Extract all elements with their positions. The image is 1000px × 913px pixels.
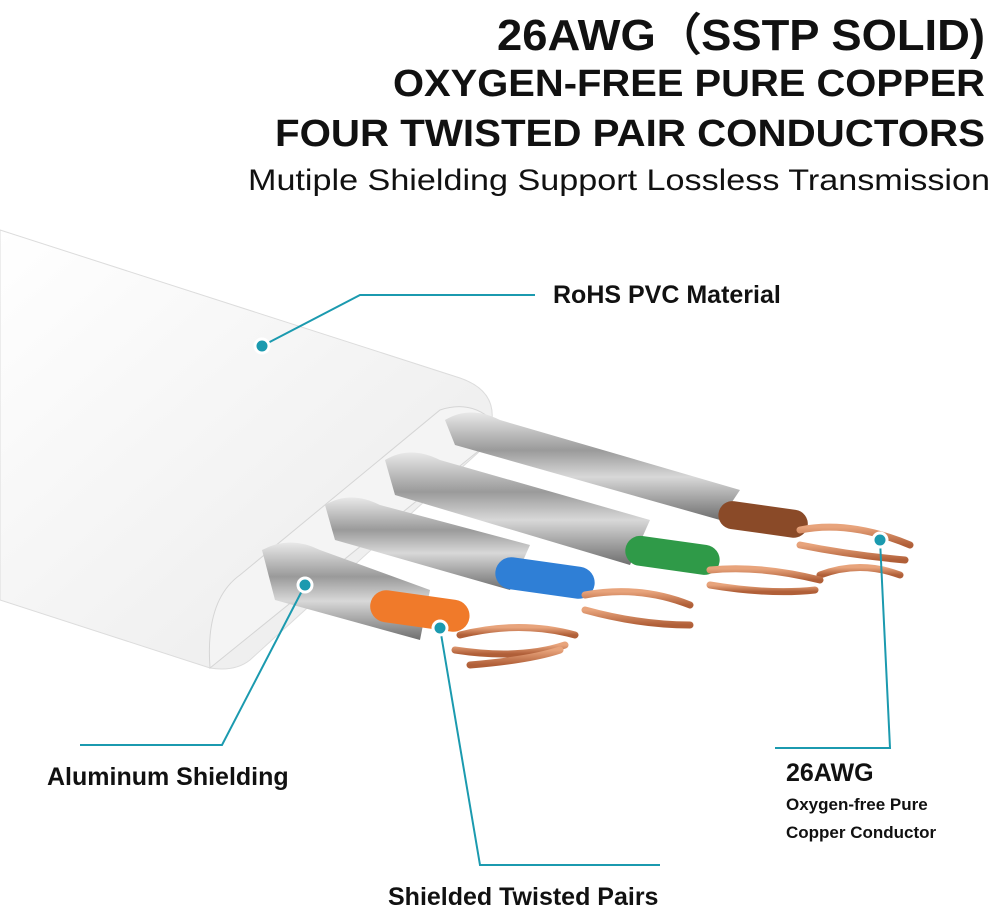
- callout-line-jacket: [261, 294, 535, 347]
- copper-conductors: [451, 523, 914, 669]
- title: 26AWG（SSTP SOLID): [497, 11, 985, 60]
- subtitle-copper: OXYGEN-FREE PURE COPPER: [393, 63, 985, 105]
- label-jacket: RoHS PVC Material: [553, 281, 781, 309]
- label-conductor-title: 26AWG: [786, 759, 874, 787]
- tagline: Mutiple Shielding Support Lossless Trans…: [248, 164, 990, 197]
- callout-line-pairs: [439, 627, 660, 866]
- callout-line-shielding: [80, 584, 306, 746]
- shielded-pair-4: [445, 412, 740, 520]
- label-conductor-line1: Oxygen-free Pure: [786, 795, 928, 814]
- callout-dot-conductor: [871, 531, 889, 549]
- label-shielding: Aluminum Shielding: [47, 763, 289, 791]
- callout-dot-shielding: [296, 576, 314, 594]
- label-pairs: Shielded Twisted Pairs: [388, 883, 658, 911]
- callout-dot-jacket: [253, 337, 271, 355]
- insulated-wires: [370, 501, 808, 632]
- callout-dot-pairs: [431, 619, 449, 637]
- shielded-pair-3: [385, 452, 650, 565]
- wire-blue: [495, 557, 595, 599]
- wire-brown: [718, 501, 808, 538]
- callout-line-conductor: [775, 539, 892, 749]
- subtitle-conductors: FOUR TWISTED PAIR CONDUCTORS: [275, 113, 985, 155]
- label-conductor-line2: Copper Conductor: [786, 823, 937, 842]
- wire-green: [625, 535, 720, 575]
- shielded-pair-2: [325, 497, 530, 590]
- callout-lines: [80, 294, 892, 866]
